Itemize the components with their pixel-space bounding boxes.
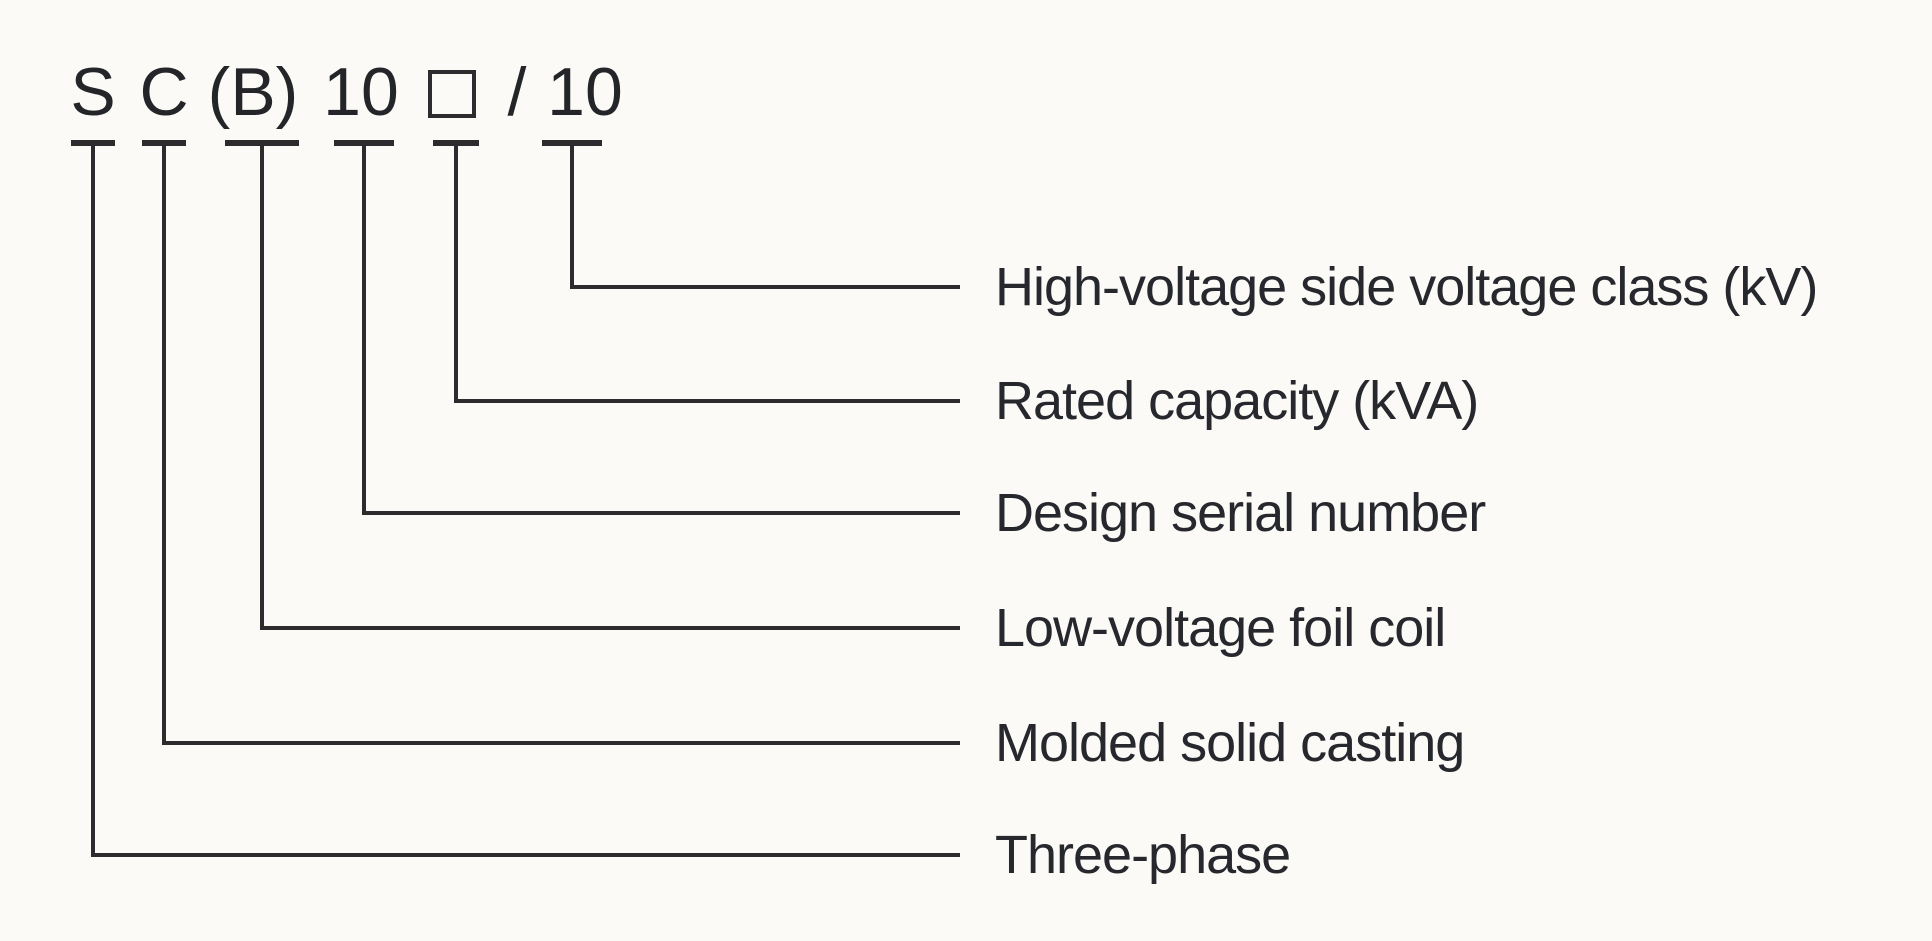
code-token-voltage-class: 10 [547, 54, 623, 130]
connector-horizontal-serial [362, 511, 960, 515]
connector-horizontal-casting [162, 741, 960, 745]
label-casting: Molded solid casting [995, 713, 1465, 773]
connector-vertical-voltage-class [570, 140, 574, 289]
code-token-foil-coil: (B) [207, 54, 299, 130]
label-serial: Design serial number [995, 483, 1486, 543]
code-token-casting: C [139, 54, 189, 130]
label-phase: Three-phase [995, 825, 1291, 885]
label-voltage-class: High-voltage side voltage class (kV) [995, 257, 1818, 317]
connector-horizontal-voltage-class [570, 285, 960, 289]
connector-horizontal-foil-coil [260, 626, 960, 630]
label-foil-coil: Low-voltage foil coil [995, 598, 1446, 658]
capacity-placeholder-box [428, 70, 476, 118]
connector-horizontal-phase [91, 853, 960, 857]
code-token-serial: 10 [323, 54, 399, 130]
connector-vertical-serial [362, 140, 366, 515]
connector-vertical-capacity [454, 140, 458, 403]
code-token-phase: S [70, 54, 116, 130]
connector-vertical-phase [91, 140, 95, 857]
code-token-slash: / [507, 54, 527, 130]
connector-vertical-casting [162, 140, 166, 745]
connector-vertical-foil-coil [260, 140, 264, 630]
connector-horizontal-capacity [454, 399, 960, 403]
label-capacity: Rated capacity (kVA) [995, 371, 1479, 431]
